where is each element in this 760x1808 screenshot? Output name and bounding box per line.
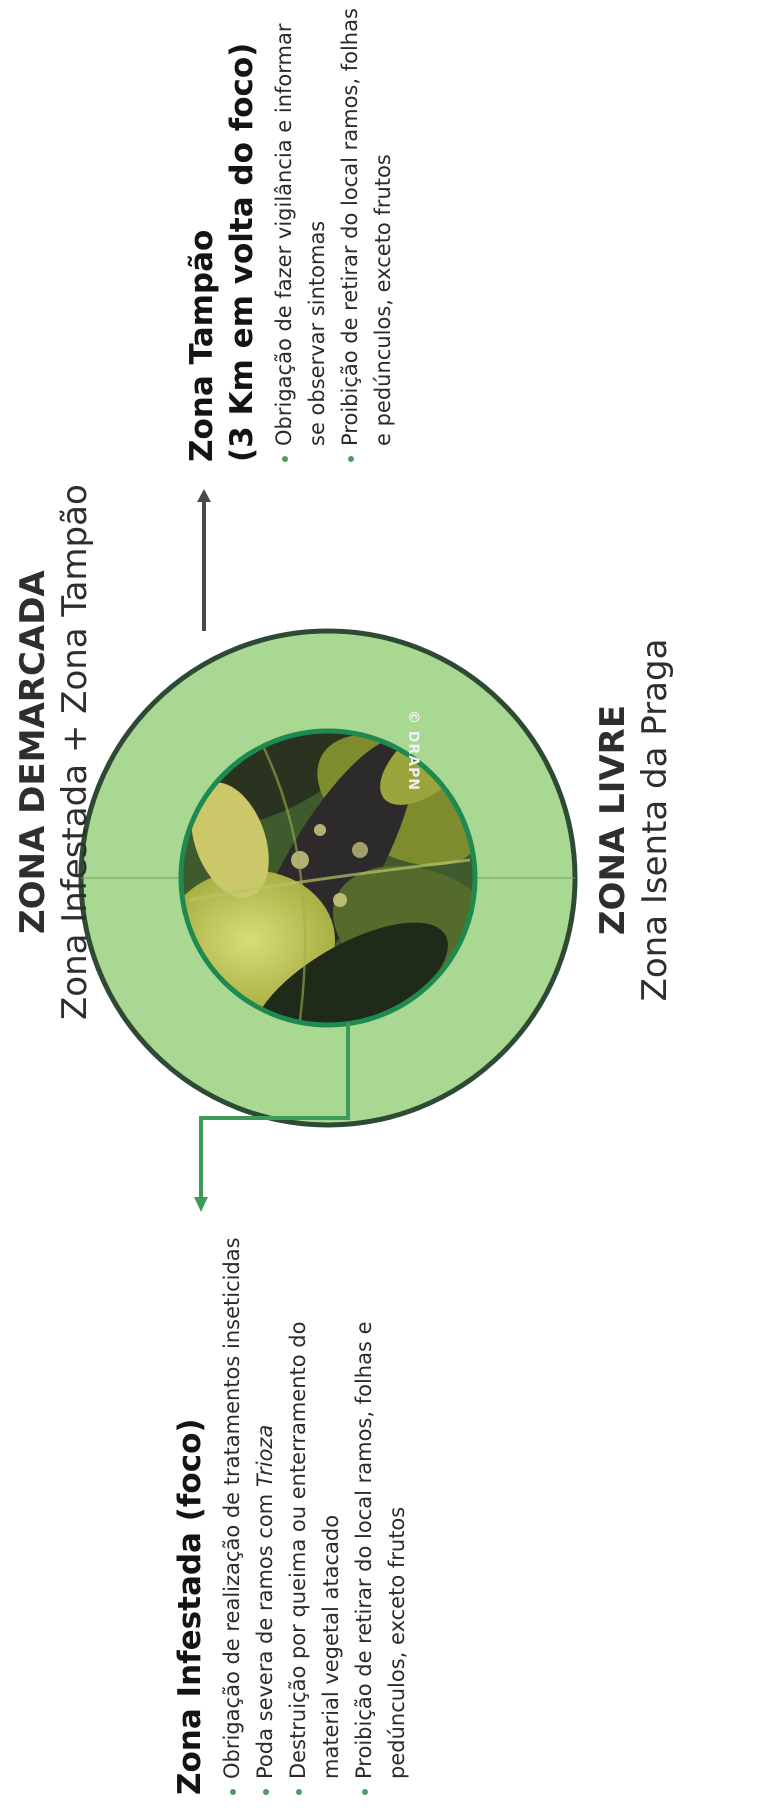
infested-zone-rules: Obrigação de realização de tratamentos i… bbox=[216, 1235, 414, 1795]
free-zone-title: ZONA LIVRE bbox=[592, 620, 634, 1020]
list-item: Obrigação de fazer vigilância e informar… bbox=[268, 2, 334, 462]
free-zone-subtitle: Zona Isenta da Praga bbox=[634, 620, 676, 1020]
species-name: Trioza bbox=[253, 1425, 277, 1487]
demarcated-zone-label: ZONA DEMARCADA Zona Infestada + Zona Tam… bbox=[12, 484, 96, 1020]
arrow-to-buffer-zone bbox=[197, 489, 211, 631]
list-item: Proibição de retirar do local ramos, fol… bbox=[334, 2, 400, 462]
buffer-zone-subtitle: (3 Km em volta do foco) bbox=[222, 2, 262, 462]
buffer-zone-block: Zona Tampão (3 Km em volta do foco) Obri… bbox=[182, 2, 400, 462]
list-item: Obrigação de realização de tratamentos i… bbox=[216, 1235, 249, 1795]
list-item: Proibição de retirar do local ramos, fol… bbox=[348, 1235, 414, 1795]
free-zone-label: ZONA LIVRE Zona Isenta da Praga bbox=[592, 620, 676, 1020]
infested-zone-title: Zona Infestada (foco) bbox=[170, 1235, 210, 1795]
list-item: Destruição por queima ou enterramento do… bbox=[282, 1235, 348, 1795]
buffer-zone-title: Zona Tampão bbox=[182, 2, 222, 462]
list-item: Poda severa de ramos com Trioza bbox=[249, 1235, 282, 1795]
demarcated-zone-title: ZONA DEMARCADA bbox=[12, 484, 54, 1020]
demarcated-zone-subtitle: Zona Infestada + Zona Tampão bbox=[54, 484, 96, 1020]
buffer-zone-rules: Obrigação de fazer vigilância e informar… bbox=[268, 2, 400, 462]
photo-credit: © DRAPN bbox=[405, 710, 421, 791]
infested-zone-block: Zona Infestada (foco) Obrigação de reali… bbox=[170, 1235, 414, 1795]
photo-credit-text: © DRAPN bbox=[405, 710, 421, 791]
